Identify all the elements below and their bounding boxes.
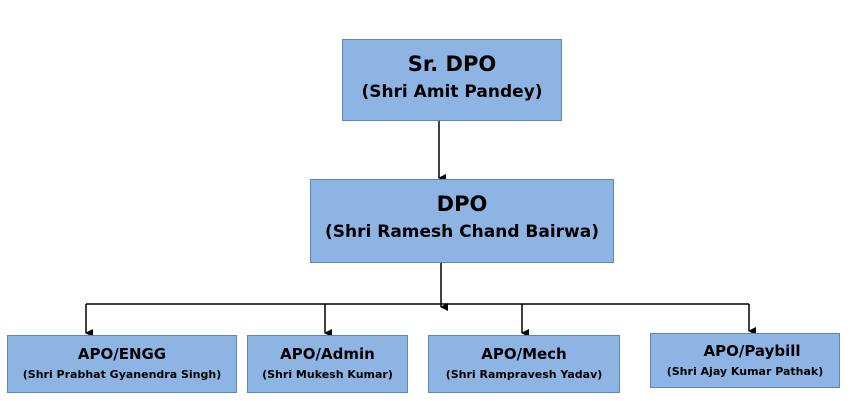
node-title: Sr. DPO [407, 52, 497, 76]
node-title: APO/Admin [280, 345, 375, 363]
node-apo-engg: APO/ENGG (Shri Prabhat Gyanendra Singh) [7, 335, 237, 393]
node-person-name: (Shri Ramesh Chand Bairwa) [324, 222, 600, 242]
node-person-name: (Shri Mukesh Kumar) [262, 368, 393, 381]
node-person-name: (Shri Prabhat Gyanendra Singh) [22, 368, 222, 381]
node-apo-paybill: APO/Paybill (Shri Ajay Kumar Pathak) [650, 333, 840, 388]
node-person-name: (Shri Rampravesh Yadav) [445, 368, 603, 381]
node-title: DPO [436, 192, 488, 216]
node-sr-dpo: Sr. DPO (Shri Amit Pandey) [342, 39, 562, 121]
node-dpo: DPO (Shri Ramesh Chand Bairwa) [310, 179, 614, 263]
node-person-name: (Shri Amit Pandey) [361, 82, 543, 102]
node-title: APO/ENGG [77, 345, 167, 363]
node-apo-mech: APO/Mech (Shri Rampravesh Yadav) [428, 335, 620, 393]
node-person-name: (Shri Ajay Kumar Pathak) [666, 365, 824, 378]
node-title: APO/Paybill [703, 342, 801, 360]
node-title: APO/Mech [481, 345, 567, 363]
node-apo-admin: APO/Admin (Shri Mukesh Kumar) [247, 335, 408, 393]
